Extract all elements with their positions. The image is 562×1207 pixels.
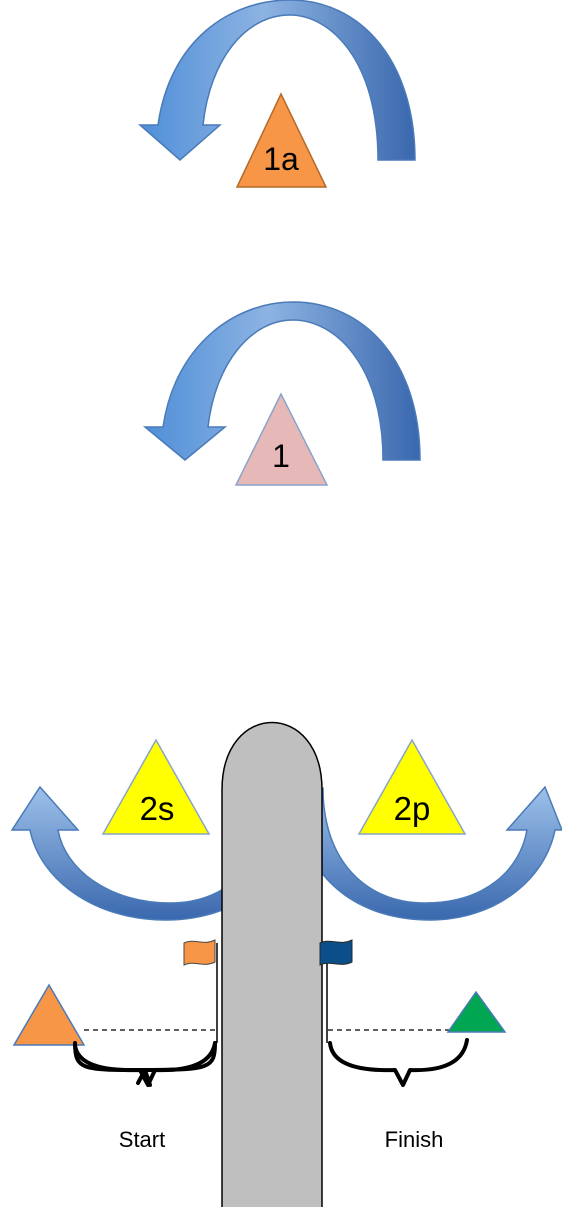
mark-1-triangle bbox=[234, 392, 329, 486]
rounding-arrow-1a bbox=[138, 0, 416, 161]
finish-brace bbox=[328, 1038, 469, 1087]
finish-pin-mark bbox=[446, 990, 507, 1033]
rounding-arrow-1 bbox=[142, 301, 421, 461]
mark-1: 1 bbox=[234, 392, 329, 486]
finish-label: Finish bbox=[385, 1127, 444, 1152]
mark-1a-triangle bbox=[235, 92, 328, 188]
mark-2s-label: 2s bbox=[140, 790, 175, 827]
committee-boat bbox=[221, 721, 323, 1207]
mark-2s-triangle bbox=[101, 738, 211, 835]
rounding-arrow-2p bbox=[294, 785, 562, 921]
mark-2p-triangle bbox=[357, 738, 467, 835]
start-label: Start bbox=[119, 1127, 165, 1152]
mark-1a-label: 1a bbox=[263, 141, 299, 177]
mark-2s: 2s bbox=[101, 738, 211, 835]
mark-2p: 2p bbox=[357, 738, 467, 835]
mark-1-label: 1 bbox=[272, 438, 290, 474]
start-flag bbox=[183, 939, 218, 1043]
start-brace bbox=[73, 1041, 217, 1087]
start-pin-mark bbox=[12, 983, 86, 1046]
finish-flag bbox=[319, 939, 353, 1043]
mark-1a: 1a bbox=[235, 92, 328, 188]
mark-2p-label: 2p bbox=[394, 790, 431, 827]
